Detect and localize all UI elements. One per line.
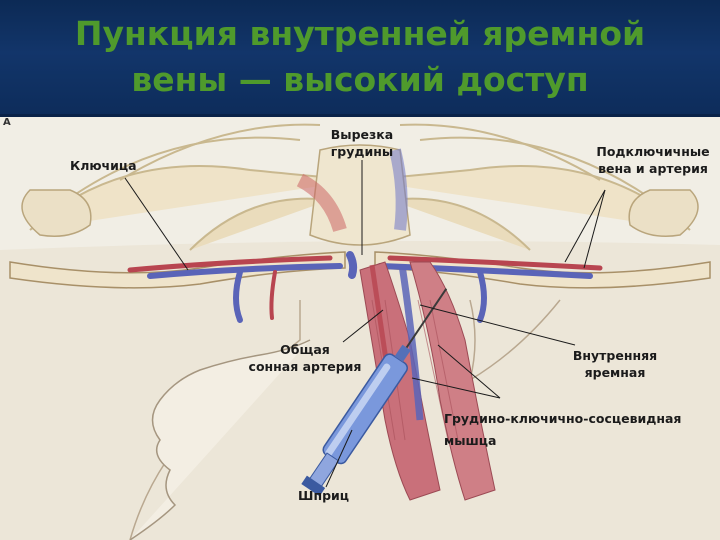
label-carotid-line2: сонная артерия (248, 359, 362, 374)
subclavian-vessels (127, 251, 603, 323)
label-sternal-notch-line2: грудины (330, 144, 394, 159)
label-subclavian-line1: Подключичные (596, 144, 710, 159)
slide-title-line1: Пункция внутренней яремной (74, 14, 646, 53)
label-scm-line2: мышца (444, 433, 497, 448)
slide-title-line2: вены — высокий доступ (131, 60, 589, 99)
label-syringe: Шприц (298, 488, 350, 503)
label-internal-jugular-line2: яремная (584, 365, 646, 380)
brachiocephalic-vein-shadow (389, 148, 408, 231)
label-sternal-notch: Вырезка грудины (322, 126, 402, 160)
label-carotid: Общая сонная артерия (244, 341, 366, 375)
aortic-arch-shadow (296, 173, 347, 233)
title-banner (0, 0, 720, 117)
shoulder-bones (21, 189, 699, 237)
label-sternal-notch-line1: Вырезка (330, 127, 394, 142)
label-scm-line1: Грудино-ключично-сосцевидная (444, 411, 682, 426)
label-internal-jugular: Внутренняя яремная (567, 347, 663, 381)
face-profile (129, 339, 311, 540)
label-internal-jugular-line1: Внутренняя (572, 348, 658, 363)
label-clavicle: Ключица (70, 158, 137, 173)
anatomy-illustration (0, 117, 720, 540)
syringe (301, 288, 448, 497)
leader-lines (124, 160, 606, 488)
label-carotid-line1: Общая (280, 342, 330, 357)
label-subclavian: Подключичные вена и артерия (590, 143, 716, 177)
common-carotid-artery (369, 264, 389, 361)
label-scm-muscle: Грудино-ключично-сосцевидная мышца (444, 408, 681, 452)
figure-letter: A (3, 117, 11, 128)
label-subclavian-line2: вена и артерия (598, 161, 708, 176)
internal-jugular-vein (398, 264, 424, 421)
